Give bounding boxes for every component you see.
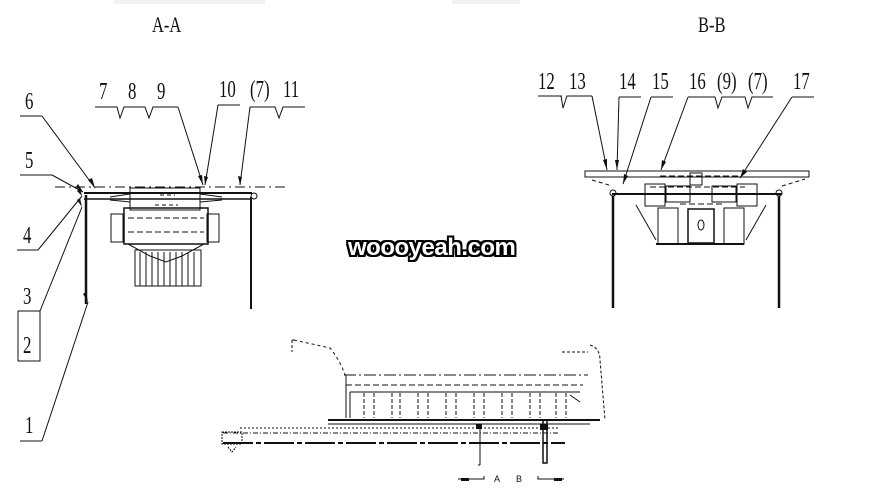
callout-1: 1 (25, 413, 34, 439)
callout-15: 15 (652, 69, 669, 95)
callout-14: 14 (619, 69, 636, 95)
callout-12: 12 (538, 69, 555, 95)
callout-6: 6 (25, 89, 34, 115)
callout-13: 13 (569, 69, 586, 95)
callout-9-ref: (9) (717, 69, 737, 95)
watermark-text: woooyeah.com (348, 234, 516, 261)
section-marker-a: A (494, 474, 501, 484)
callout-2: 2 (23, 333, 32, 359)
callout-7: 7 (99, 79, 108, 105)
top-band-right (452, 0, 520, 4)
callout-3: 3 (23, 284, 32, 310)
callout-7-ref-bb: (7) (748, 69, 768, 95)
callout-16: 16 (689, 69, 706, 95)
callout-17: 17 (793, 69, 810, 95)
callout-8: 8 (128, 79, 137, 105)
section-bb-title: B-B (698, 12, 726, 37)
callout-10: 10 (219, 77, 236, 103)
callout-11: 11 (283, 77, 300, 103)
section-marker-b: B (516, 474, 523, 484)
callout-4: 4 (23, 223, 32, 249)
callout-7-ref: (7) (250, 77, 270, 103)
section-aa-title: A-A (152, 12, 182, 37)
callout-9: 9 (157, 79, 166, 105)
top-band-left (114, 0, 265, 4)
callout-5: 5 (25, 148, 34, 174)
